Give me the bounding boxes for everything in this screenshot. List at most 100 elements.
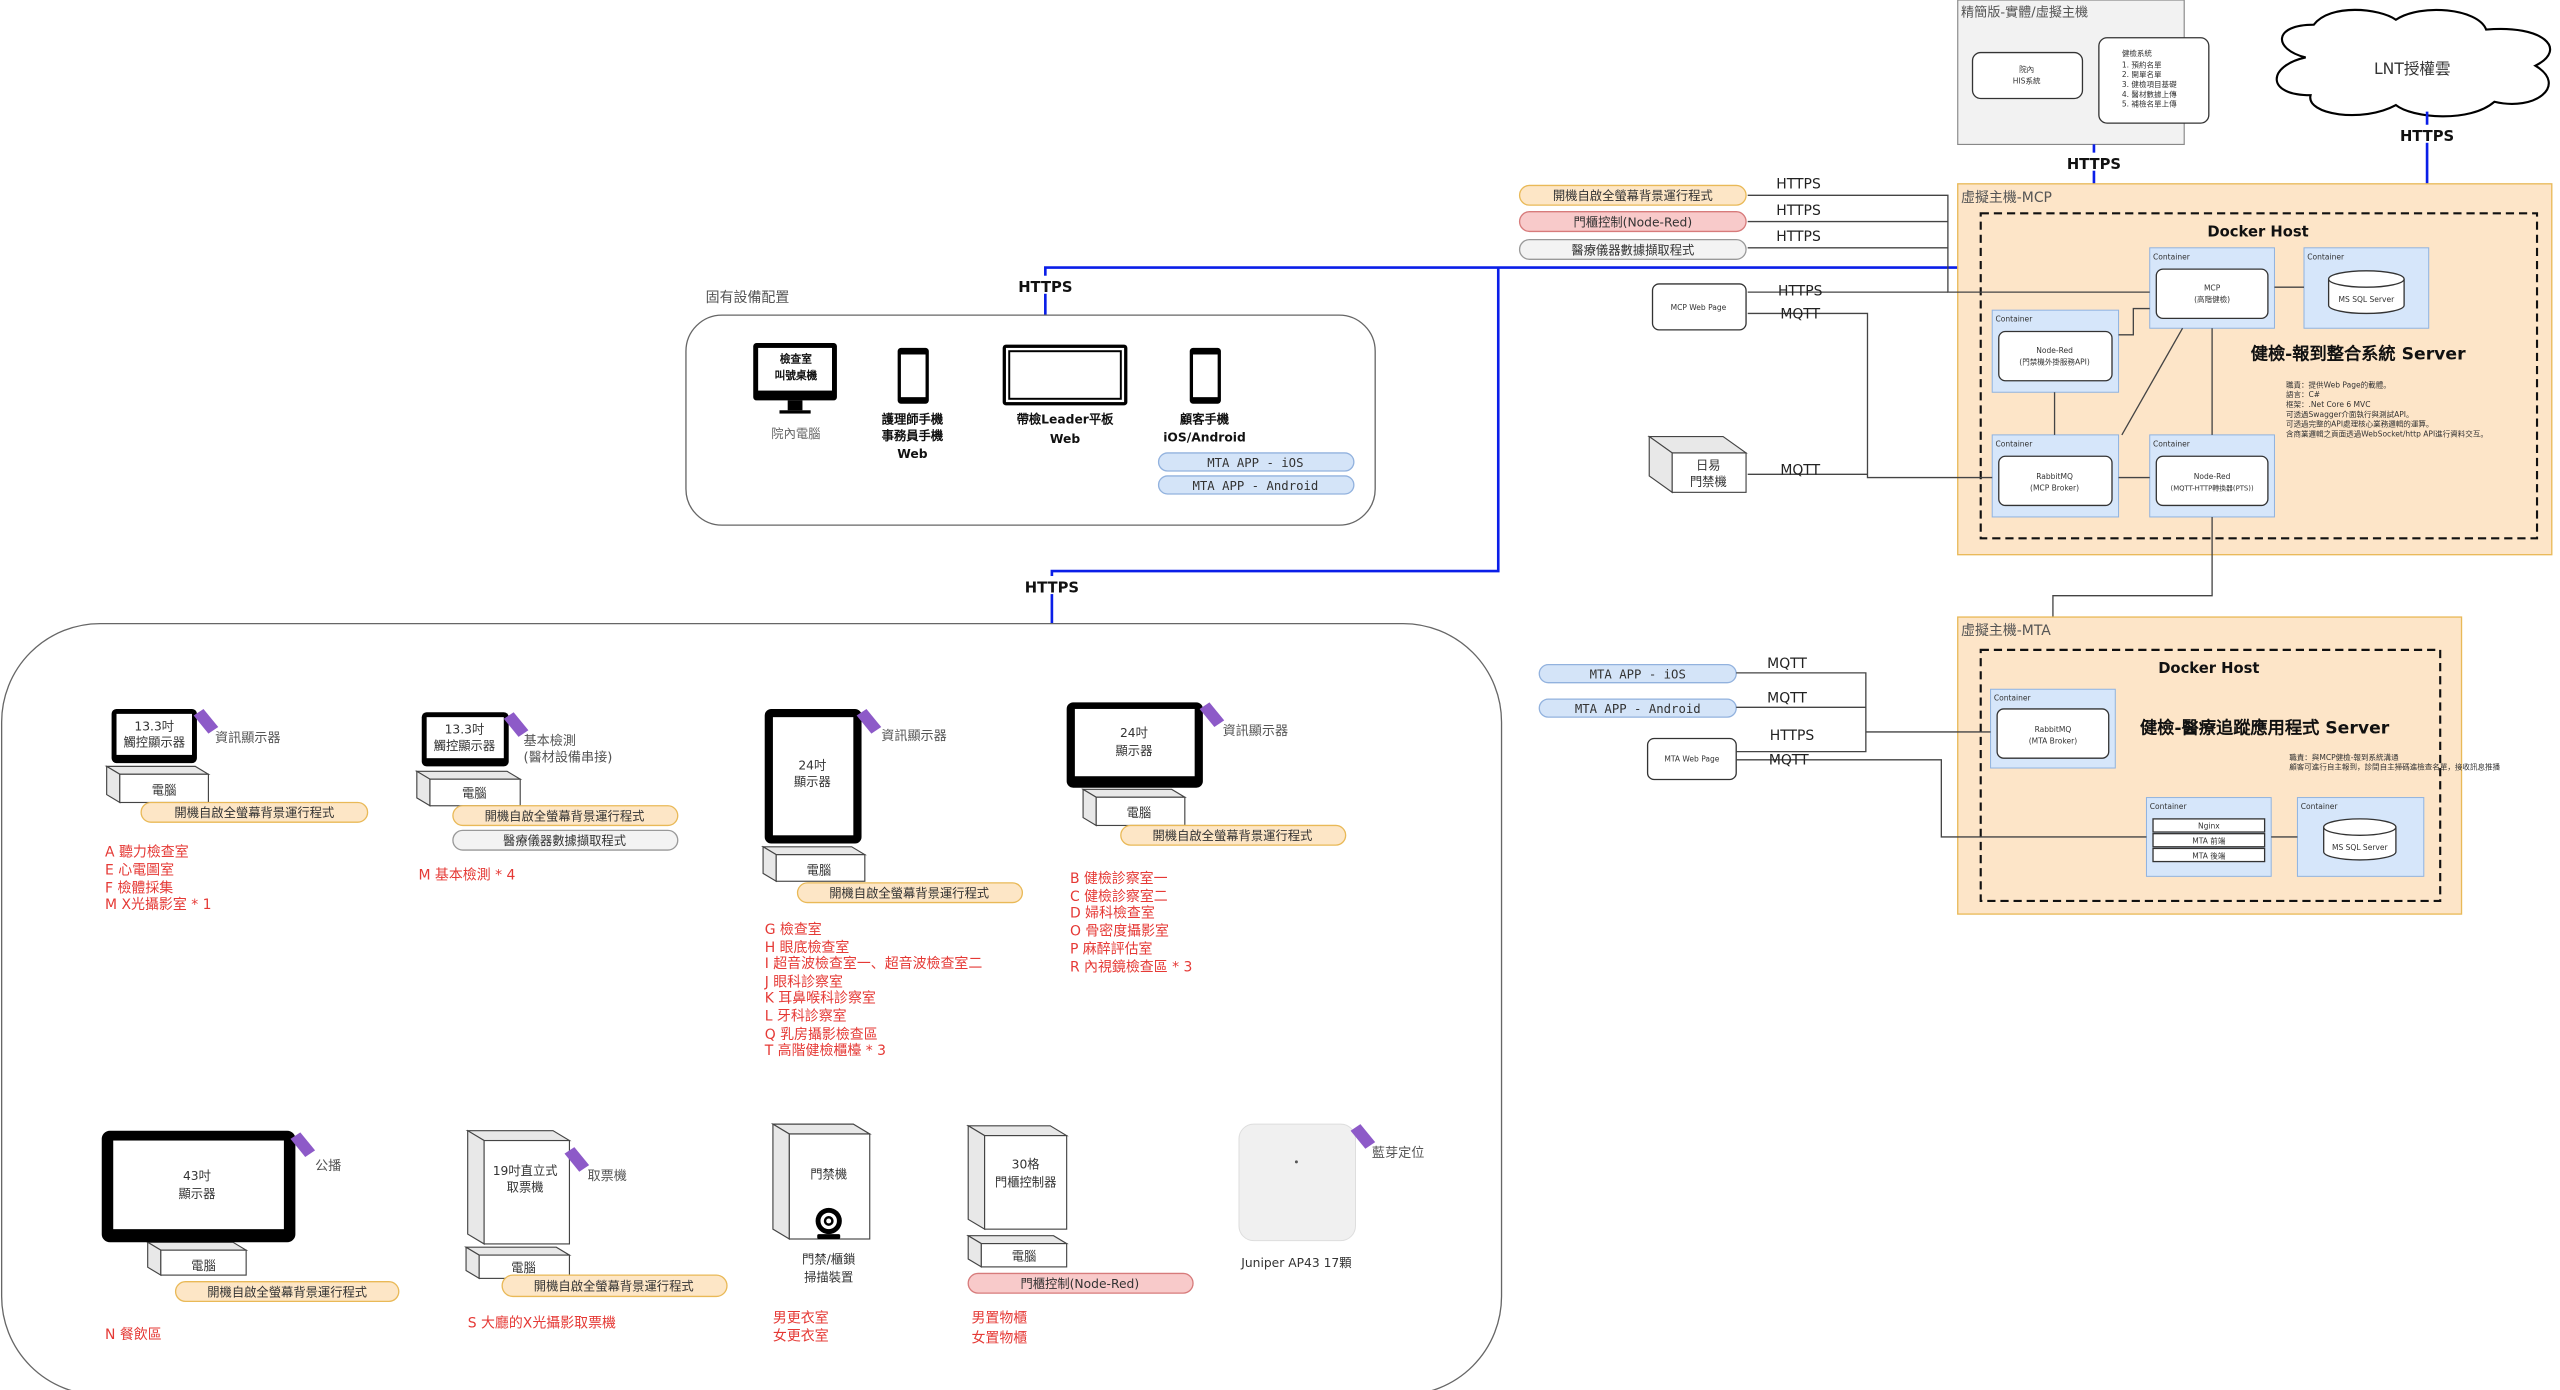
mta-app-android <box>1157 475 1355 495</box>
device-access-point: 藍芽定位 Juniper AP43 17顆 <box>1238 1123 1424 1270</box>
device-locker-controller: 電腦 30格 門櫃控制器 門櫃控制(Node-Red) 男置物櫃 女置物櫃 <box>966 1124 1194 1346</box>
room-label: M X光攝影室 * 1 <box>105 896 211 913</box>
box-side <box>467 1129 485 1245</box>
protocol-label: HTTPS <box>1018 279 1072 296</box>
container-label: Container <box>2153 439 2191 448</box>
screen-label: 24吋 <box>798 759 826 773</box>
phone-label: 顧客手機 <box>1180 411 1230 426</box>
mta-host: 虛擬主機-MTA Docker Host Container RabbitMQ … <box>1957 616 2501 915</box>
https-links: HTTPS HTTPS HTTPS HTTPS <box>1010 111 2462 624</box>
bullet: 可透過Swagger介面執行與測試API。 <box>2286 409 2414 419</box>
mta-app-android <box>1538 698 1737 718</box>
rabbitmq-label: (MTA Broker) <box>2029 736 2078 745</box>
app-pill-autostart <box>174 1281 400 1303</box>
pc-box <box>1081 788 1187 827</box>
internal-links <box>2053 286 2304 479</box>
devices-area: 電腦 13.3吋 觸控顯示器 資訊顯示器 開機自啟全螢幕背景運行程式 A 聽力檢… <box>1 622 1503 1390</box>
database-icon <box>2323 818 2397 861</box>
room-label: L 牙科診察室 <box>765 1008 847 1025</box>
health-system-line: 3. 健檢項目基礎 <box>2122 79 2177 89</box>
health-system-line: 4. 醫材數據上傳 <box>2122 89 2177 99</box>
mcp-bullets: 職責：提供Web Page的載體。 語言：C# 框架：.Net Core 6 M… <box>2286 379 2488 438</box>
screen-label: 門禁機 <box>810 1166 847 1181</box>
box-front <box>984 1135 1068 1230</box>
mcp-server-title: 健檢-報到整合系統 Server <box>2251 343 2466 364</box>
rabbitmq-label: (MCP Broker) <box>2030 484 2079 493</box>
docker-host-frame <box>1979 212 2539 540</box>
room-label: 女置物櫃 <box>971 1329 1027 1346</box>
mcp-label: (高階健檢) <box>2194 294 2230 304</box>
box-top <box>414 770 523 780</box>
box-top <box>465 1130 572 1142</box>
tag-label: (醫材設備串接) <box>523 748 612 765</box>
door-label: 門禁機 <box>1690 474 1727 489</box>
desktop-computer-icon <box>753 343 837 414</box>
app-label: 開機自啟全螢幕背景運行程式 <box>485 809 645 824</box>
health-system-line: 5. 補檢名單上傳 <box>2122 99 2177 109</box>
room-label: A 聽力檢查室 <box>105 844 189 861</box>
box-side <box>967 1124 986 1231</box>
app-label: 開機自啟全螢幕背景運行程式 <box>829 886 989 901</box>
room-label: H 眼底檢查室 <box>765 939 850 956</box>
pc-label: 電腦 <box>152 782 177 797</box>
pc-box <box>145 1241 249 1277</box>
container-label: Container <box>1995 439 2033 448</box>
device-landscape-display: 電腦 24吋 顯示器 資訊顯示器 開機自啟全螢幕背景運行程式 B 健檢診察室一 … <box>1066 702 1347 976</box>
bullet: 顧客可進行自主報到，診間自主掃碼進檢查名單，接收訊息推播 <box>2289 762 2500 772</box>
room-label: C 健檢診察室二 <box>1070 888 1168 905</box>
bullet: 職責：提供Web Page的載體。 <box>2286 379 2391 389</box>
tag-label: 公播 <box>315 1158 341 1174</box>
room-label: P 麻醉評估室 <box>1070 940 1153 957</box>
mobile-phone-icon <box>897 347 929 404</box>
protocol-label: MQTT <box>1780 306 1820 322</box>
screen-label: 24吋 <box>1120 726 1148 740</box>
mta-links <box>1736 672 2147 838</box>
web-page-label: MCP Web Page <box>1671 303 1727 312</box>
cloud-label: LNT授權雲 <box>2374 60 2451 78</box>
container-label: Container <box>2301 802 2339 811</box>
app-label: 開機自啟全螢幕背景運行程式 <box>207 1284 367 1299</box>
client-links <box>1747 194 2213 690</box>
screen-label: 13.3吋 <box>134 719 174 733</box>
tablet-icon <box>1002 344 1128 406</box>
tag-icon <box>193 708 219 734</box>
room-label: R 內視鏡檢查區 * 3 <box>1070 959 1192 976</box>
app-pill-locker <box>1518 211 1747 233</box>
docker-host-title: Docker Host <box>2158 660 2259 677</box>
tag-label: 資訊顯示器 <box>215 730 281 746</box>
device-ticket-kiosk: 電腦 19吋直立式 取票機 取票機 開機自啟全螢幕背景運行程式 S 大廳的X光攝… <box>463 1129 728 1332</box>
bullet: 語言：C# <box>2286 389 2320 399</box>
app-pill-autostart <box>452 805 679 827</box>
scanner-label: 掃描裝置 <box>804 1270 853 1285</box>
health-system-box <box>2098 37 2210 124</box>
room-label: G 檢查室 <box>765 921 822 938</box>
pc-label: 電腦 <box>1127 805 1152 820</box>
device-touch-display-basic: 電腦 13.3吋 觸控顯示器 基本檢測 (醫材設備串接) 開機自啟全螢幕背景運行… <box>414 712 679 884</box>
app-label: 開機自啟全螢幕背景運行程式 <box>1553 188 1713 203</box>
tag-icon <box>290 1132 316 1157</box>
app-label: 開機自啟全螢幕背景運行程式 <box>534 1279 694 1294</box>
mta-frontend-label: MTA 前端 <box>2192 836 2226 846</box>
tag-icon <box>503 712 529 737</box>
docker-host-title: Docker Host <box>2207 223 2308 240</box>
box-front <box>119 773 209 804</box>
mta-host-title: 虛擬主機-MTA <box>1961 623 2051 639</box>
protocol-label: HTTPS <box>1776 177 1821 193</box>
room-label: N 餐飲區 <box>105 1327 162 1343</box>
bullet: 框架：.Net Core 6 MVC <box>2286 399 2371 409</box>
room-label: 男更衣室 <box>773 1310 829 1327</box>
app-pill-autostart <box>501 1274 728 1298</box>
app-pill-locker <box>967 1272 1194 1294</box>
container-label: Container <box>2153 252 2191 261</box>
device-broadcast-display: 電腦 43吋 顯示器 公播 開機自啟全螢幕背景運行程式 N 餐飲區 <box>101 1130 400 1343</box>
pc-box <box>966 1234 1069 1268</box>
door-machine: 日易 門禁機 <box>1647 435 1748 494</box>
access-point-label: Juniper AP43 17顆 <box>1240 1256 1351 1270</box>
phone-label: Web <box>897 447 927 461</box>
app-label: 醫療儀器數據擷取程式 <box>503 833 626 848</box>
kiosk-box <box>465 1129 572 1245</box>
bullet: 含商業邏輯之頁面透過WebSocket/http API進行資料交互。 <box>2286 429 2488 439</box>
fixed-equipment-title: 固有設備配置 <box>706 290 790 306</box>
protocol-label: HTTPS <box>2400 128 2454 145</box>
web-page-label: MTA Web Page <box>1664 754 1719 763</box>
